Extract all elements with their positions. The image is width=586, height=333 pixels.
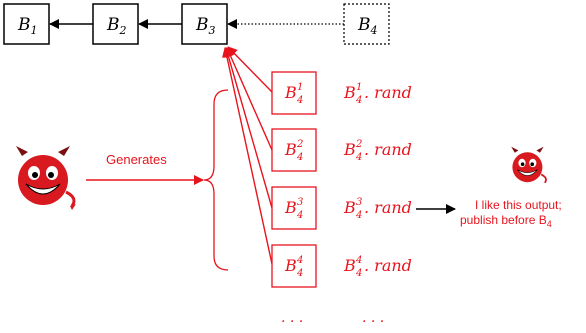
svg-text:B: B — [284, 256, 297, 275]
candidate-block-3: B 3 4 — [271, 186, 317, 230]
svg-text:4: 4 — [296, 210, 303, 221]
rand-label-4: B 4 4 . rand — [343, 255, 412, 279]
svg-text:B: B — [284, 140, 297, 159]
block-b3: B3 — [181, 3, 228, 45]
rand-label-1: B 1 4 . rand — [343, 82, 412, 106]
arrow-c1-to-b3 — [227, 46, 273, 93]
svg-text:B1: B1 — [17, 15, 38, 37]
candidate-block-4: B 4 4 — [271, 244, 317, 288]
small-devil-icon — [511, 146, 547, 184]
svg-text:. rand: . rand — [364, 140, 412, 159]
svg-text:B: B — [343, 140, 356, 159]
svg-text:. rand: . rand — [364, 256, 412, 275]
candidate-block-1: B 1 4 — [271, 71, 317, 115]
svg-text:B3: B3 — [195, 15, 216, 37]
ellipsis-rand: . . . — [362, 310, 384, 326]
svg-text:2: 2 — [296, 139, 303, 150]
svg-text:2: 2 — [355, 139, 362, 150]
svg-text:4: 4 — [355, 152, 362, 163]
rand-label-3: B 3 4 . rand — [343, 197, 412, 221]
ellipsis-blocks: . . . — [281, 310, 303, 326]
svg-text:. rand: . rand — [364, 83, 412, 102]
svg-text:B: B — [284, 198, 297, 217]
svg-text:B2: B2 — [106, 15, 127, 37]
candidate-brace — [203, 89, 229, 271]
block-b4-pending: B4 — [343, 3, 390, 45]
svg-text:B: B — [343, 198, 356, 217]
svg-text:4: 4 — [355, 210, 362, 221]
svg-text:4: 4 — [355, 268, 362, 279]
svg-text:1: 1 — [356, 82, 362, 93]
svg-text:B: B — [343, 256, 356, 275]
svg-text:4: 4 — [296, 255, 303, 266]
arrow-c3-to-b3 — [223, 47, 273, 209]
svg-text:B: B — [284, 83, 297, 102]
svg-text:3: 3 — [297, 197, 303, 208]
svg-text:4: 4 — [296, 95, 303, 106]
attacker-note-line1: I like this output; — [475, 198, 562, 212]
svg-text:4: 4 — [296, 152, 303, 163]
block-b1: B1 — [3, 3, 50, 45]
svg-text:1: 1 — [297, 82, 303, 93]
svg-text:B: B — [343, 83, 356, 102]
attacker-note-line2: publish before B4 — [460, 213, 552, 229]
svg-text:B4: B4 — [357, 15, 378, 37]
arrow-c2-to-b3 — [226, 47, 273, 151]
candidate-block-2: B 2 4 — [271, 128, 317, 172]
devil-icon — [16, 146, 76, 210]
arrow-c4-to-b3 — [222, 47, 273, 265]
svg-text:4: 4 — [355, 95, 362, 106]
svg-text:4: 4 — [296, 268, 303, 279]
block-b2: B2 — [92, 3, 139, 45]
svg-text:4: 4 — [355, 255, 362, 266]
svg-text:3: 3 — [356, 197, 362, 208]
generates-label: Generates — [106, 152, 167, 167]
rand-label-2: B 2 4 . rand — [343, 139, 412, 163]
svg-text:. rand: . rand — [364, 198, 412, 217]
